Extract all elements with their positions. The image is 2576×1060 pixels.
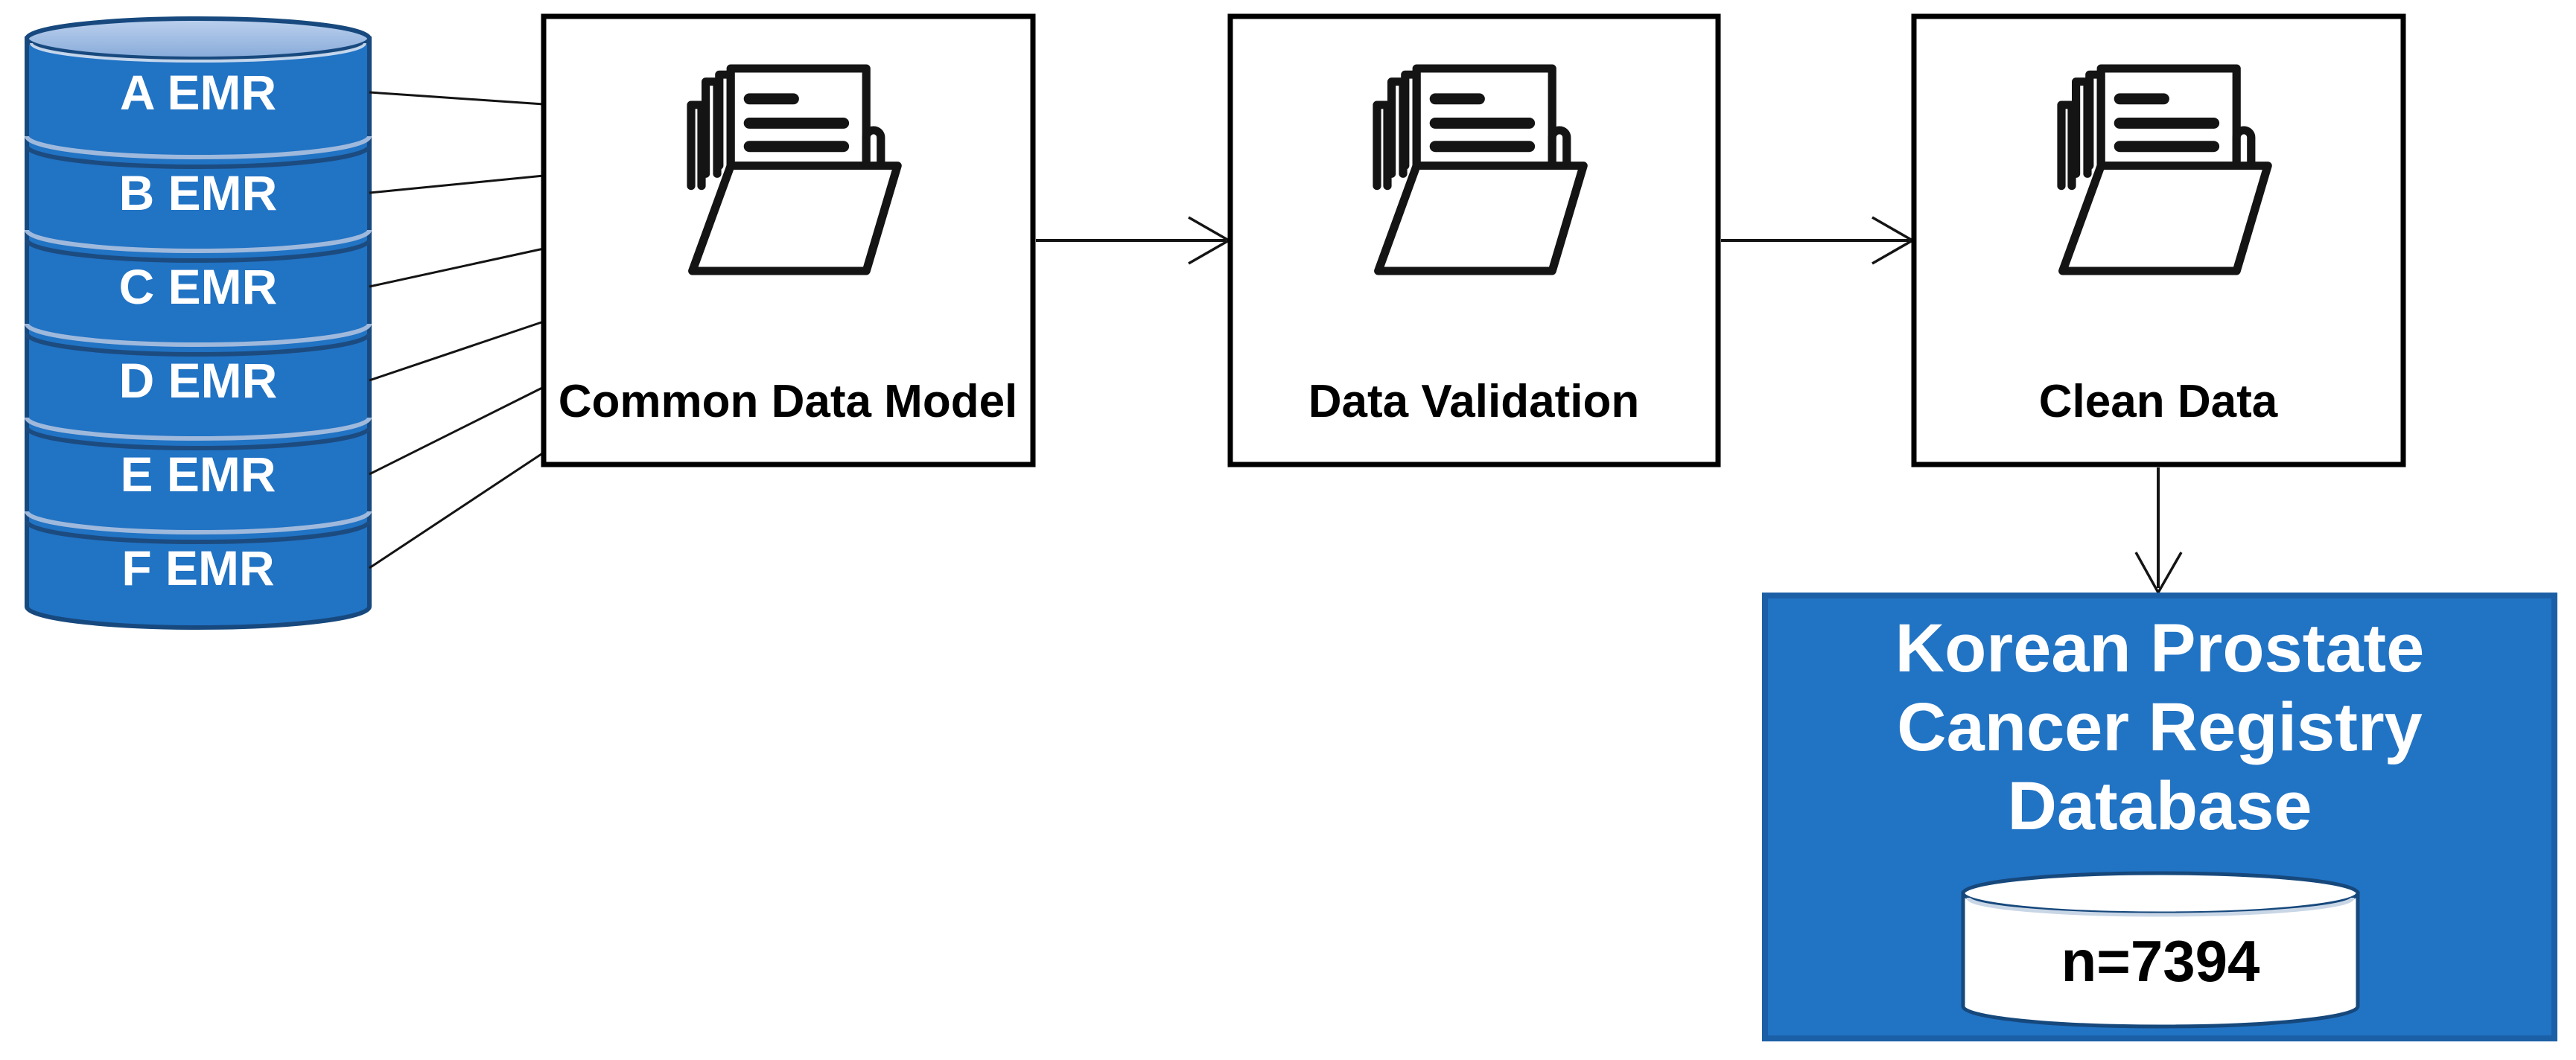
cylinder-top-face	[25, 16, 372, 61]
cylinder-band-separators	[25, 135, 372, 544]
connector-line-b	[369, 174, 544, 194]
registry-database-box: Korean Prostate Cancer Registry Database…	[1762, 593, 2557, 1041]
cylinder-segment-labels: A EMR B EMR C EMR D EMR E EMR F EMR	[119, 65, 278, 596]
connector-line-a	[369, 91, 544, 106]
step-box-data-validation: Data Validation	[1227, 13, 1721, 467]
step-label: Common Data Model	[559, 376, 1018, 427]
emr-segment-label: A EMR	[120, 65, 276, 120]
step-box-clean-data: Clean Data	[1911, 13, 2406, 467]
registry-title-line1: Korean Prostate	[1895, 610, 2425, 686]
step-label: Data Validation	[1308, 376, 1639, 427]
arrow-cdm-to-validation	[1036, 216, 1232, 265]
step-label: Clean Data	[2039, 376, 2278, 427]
step-box-common-data-model: Common Data Model	[541, 13, 1036, 467]
emr-segment-label: B EMR	[119, 165, 278, 220]
emr-to-cdm-connectors	[369, 91, 544, 569]
sample-cylinder-rim-shadow	[1966, 897, 2355, 917]
emr-database-cylinder: A EMR B EMR C EMR D EMR E EMR F EMR	[25, 16, 372, 630]
cylinder-body	[25, 36, 372, 630]
emr-segment-label: C EMR	[119, 259, 278, 314]
registry-title-line3: Database	[2007, 768, 2312, 844]
arrow-clean-to-registry	[2134, 467, 2183, 596]
registry-title: Korean Prostate Cancer Registry Database	[1895, 610, 2425, 844]
connector-line-d	[369, 320, 544, 382]
cylinder-top-rim-highlight	[30, 42, 366, 63]
sample-size-label: n=7394	[2061, 928, 2260, 994]
connector-line-e	[369, 386, 544, 476]
emr-segment-label: D EMR	[119, 353, 278, 408]
arrow-validation-to-clean	[1721, 216, 1915, 265]
sample-size-cylinder: n=7394	[1961, 871, 2360, 1029]
emr-segment-label: E EMR	[120, 447, 276, 502]
connector-line-f	[369, 451, 544, 569]
registry-title-line2: Cancer Registry	[1897, 689, 2423, 765]
connector-line-c	[369, 247, 544, 288]
sample-cylinder-top-face	[1961, 871, 2360, 916]
sample-cylinder-body	[1961, 891, 2360, 1029]
emr-segment-label: F EMR	[121, 540, 274, 596]
